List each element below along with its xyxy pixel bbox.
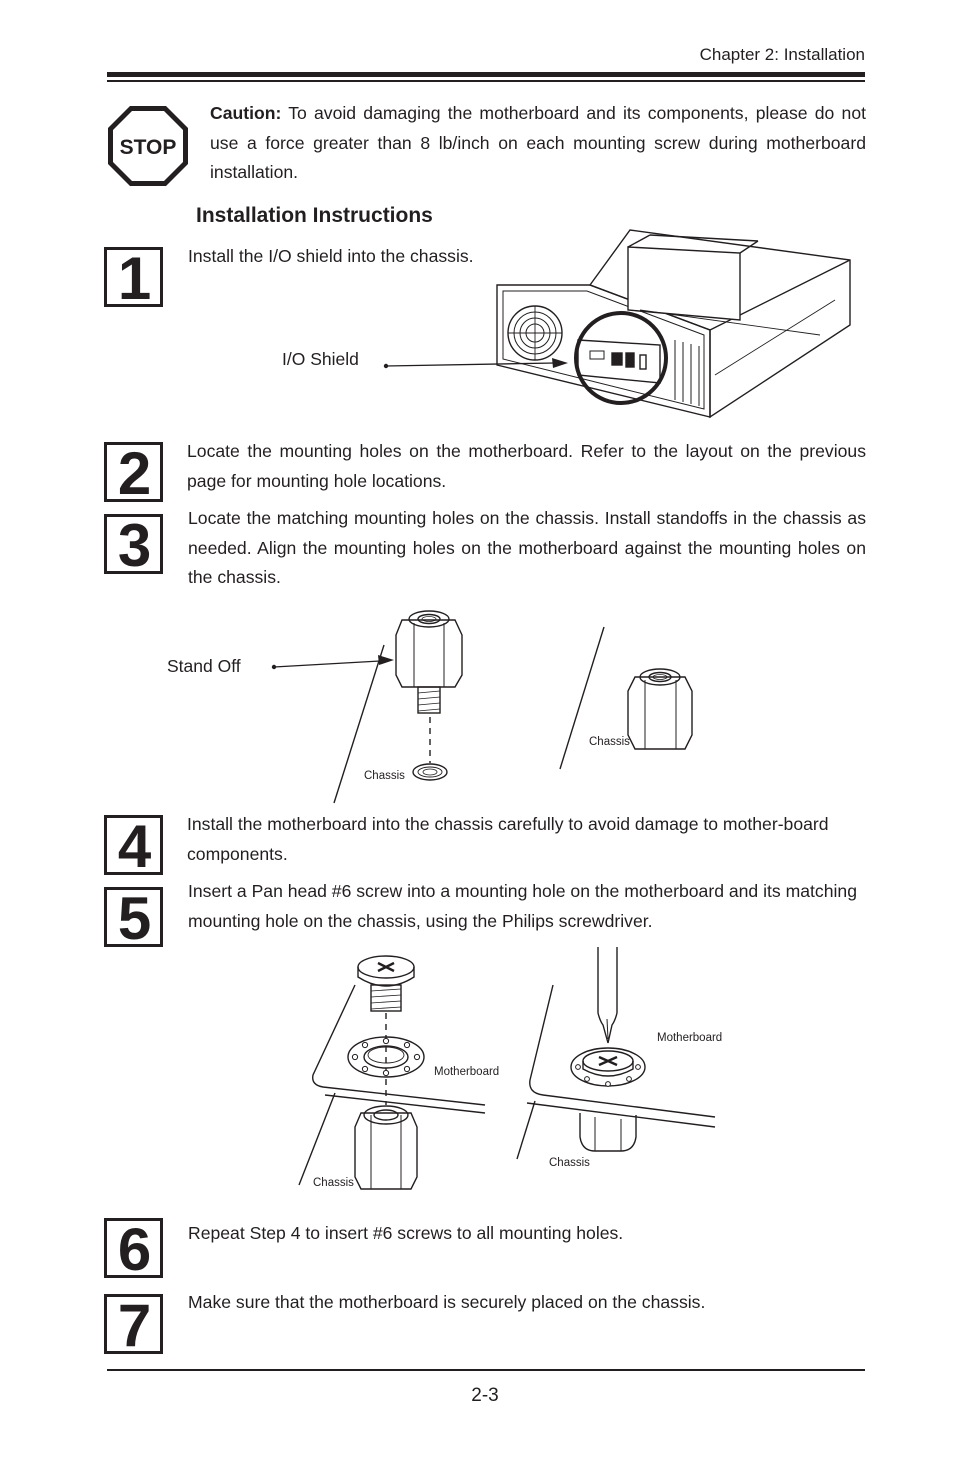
step-6-text: Repeat Step 4 to insert #6 screws to all… xyxy=(188,1223,624,1243)
step-4-box: 4 xyxy=(104,813,163,880)
standoff-illustration xyxy=(333,610,693,804)
header-rule-thin xyxy=(107,80,865,82)
step-1-text: Install the I/O shield into the chassis. xyxy=(188,246,474,266)
step-6-box: 6 xyxy=(104,1216,163,1283)
step-2-number: 2 xyxy=(117,440,151,507)
step-6-number: 6 xyxy=(117,1216,151,1283)
stop-sign-icon: STOP xyxy=(108,106,188,186)
caution-label: Caution: xyxy=(210,103,282,123)
stand-off-label: Stand Off xyxy=(167,656,241,676)
step-2-text: Locate the mounting holes on the motherb… xyxy=(187,441,866,491)
step-4-number: 4 xyxy=(117,813,151,880)
io-shield-arrow xyxy=(383,358,568,369)
step-7-text: Make sure that the motherboard is secure… xyxy=(188,1292,706,1312)
step-7-box: 7 xyxy=(104,1292,163,1359)
screw-installation-illustration xyxy=(298,947,716,1190)
step-5-text: Insert a Pan head #6 screw into a mounti… xyxy=(188,881,857,931)
footer-rule xyxy=(107,1369,865,1371)
header-rule xyxy=(107,72,865,77)
chassis-label-screw-right: Chassis xyxy=(549,1157,590,1169)
motherboard-label-right: Motherboard xyxy=(657,1032,723,1044)
chapter-header: Chapter 2: Installation xyxy=(699,45,865,64)
chassis-io-shield-illustration xyxy=(496,229,851,419)
step-3-text: Locate the matching mounting holes on th… xyxy=(188,508,866,587)
step-5-number: 5 xyxy=(117,885,151,952)
step-7-number: 7 xyxy=(117,1292,151,1359)
stop-sign-text: STOP xyxy=(120,136,177,159)
page-number: 2-3 xyxy=(471,1385,499,1406)
step-5-box: 5 xyxy=(104,885,163,952)
chassis-label-standoff-left: Chassis xyxy=(364,770,405,782)
step-1-box: 1 xyxy=(104,245,163,312)
step-3-number: 3 xyxy=(117,512,151,579)
caution-paragraph: Caution: To avoid damaging the motherboa… xyxy=(210,99,866,188)
stand-off-arrow xyxy=(271,655,394,670)
caution-text: To avoid damaging the motherboard and it… xyxy=(210,103,866,182)
step-4-text: Install the motherboard into the chassis… xyxy=(187,814,829,864)
motherboard-label-left: Motherboard xyxy=(434,1066,500,1078)
step-3-box: 3 xyxy=(104,512,163,579)
section-title: Installation Instructions xyxy=(196,204,433,227)
io-shield-label: I/O Shield xyxy=(282,349,359,369)
step-1-number: 1 xyxy=(117,245,151,312)
step-2-box: 2 xyxy=(104,440,163,507)
chassis-label-screw-left: Chassis xyxy=(313,1177,354,1189)
chassis-label-standoff-right: Chassis xyxy=(589,736,630,748)
